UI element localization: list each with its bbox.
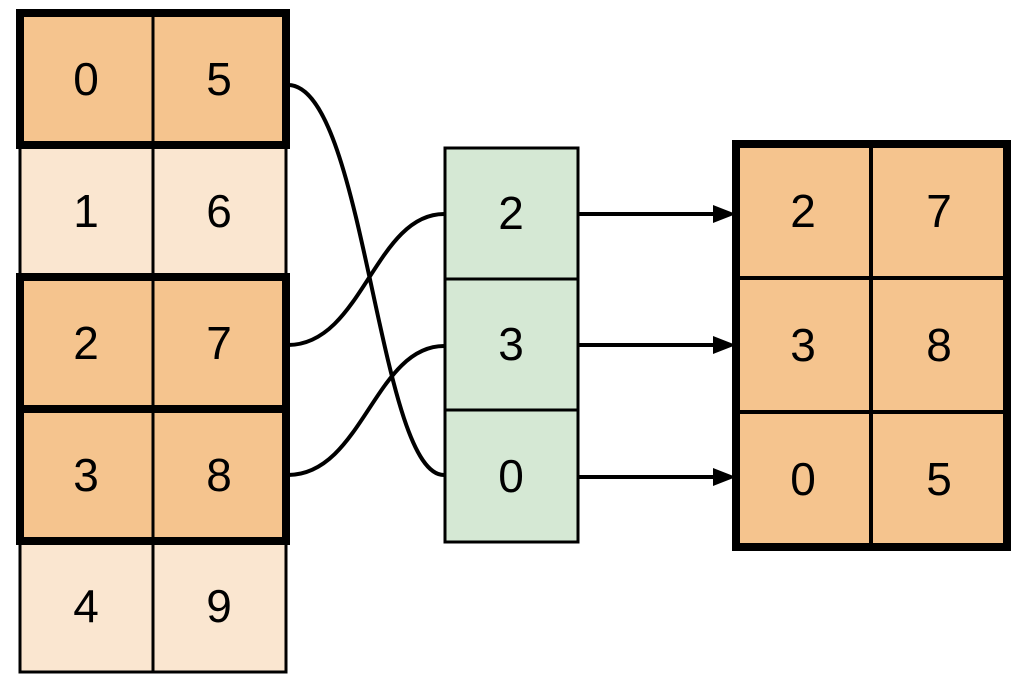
source-cell (151, 407, 288, 543)
result-value: 2 (790, 185, 816, 237)
result-table-values: 2 7 3 8 0 5 (790, 185, 952, 505)
index-cell (443, 277, 580, 412)
index-value: 0 (498, 450, 524, 502)
connector-curve-row3-to-index3 (287, 344, 445, 477)
index-value: 2 (498, 187, 524, 239)
result-table (732, 140, 1011, 551)
result-cell (734, 276, 873, 414)
source-cell (18, 539, 155, 674)
index-column-values: 2 3 0 (498, 187, 524, 502)
result-value: 0 (790, 453, 816, 505)
source-value: 7 (206, 317, 232, 369)
source-value: 0 (73, 53, 99, 105)
highlight-frame-row0 (16, 9, 290, 149)
source-cell (151, 539, 288, 674)
highlight-frame-row3 (16, 405, 290, 545)
source-value: 9 (206, 580, 232, 632)
arrowhead-icon (713, 336, 736, 354)
source-table-values: 0 5 1 6 2 7 3 8 4 9 (73, 53, 232, 632)
connector-curve-row2-to-index2 (287, 212, 445, 347)
source-table (16, 9, 290, 674)
arrows (579, 205, 736, 486)
source-value: 5 (206, 53, 232, 105)
source-value: 2 (73, 317, 99, 369)
source-value: 4 (73, 580, 99, 632)
connector-curve-row0-to-index0 (287, 83, 445, 477)
arrowhead-icon (713, 205, 736, 223)
result-cell (869, 276, 1009, 414)
result-value: 8 (926, 319, 952, 371)
source-value: 1 (73, 185, 99, 237)
source-value: 6 (206, 185, 232, 237)
result-value: 5 (926, 453, 952, 505)
index-column (443, 146, 580, 544)
source-cell (151, 275, 288, 411)
curve-connectors (287, 83, 445, 477)
result-table-frame (732, 140, 1011, 551)
index-cell (443, 146, 580, 281)
result-value: 7 (926, 185, 952, 237)
source-cell (151, 143, 288, 279)
result-value: 3 (790, 319, 816, 371)
source-value: 8 (206, 449, 232, 501)
source-cell (18, 11, 155, 147)
index-value: 3 (498, 318, 524, 370)
index-cell (443, 408, 580, 544)
arrowhead-icon (713, 468, 736, 486)
source-value: 3 (73, 449, 99, 501)
source-cell (151, 11, 288, 147)
